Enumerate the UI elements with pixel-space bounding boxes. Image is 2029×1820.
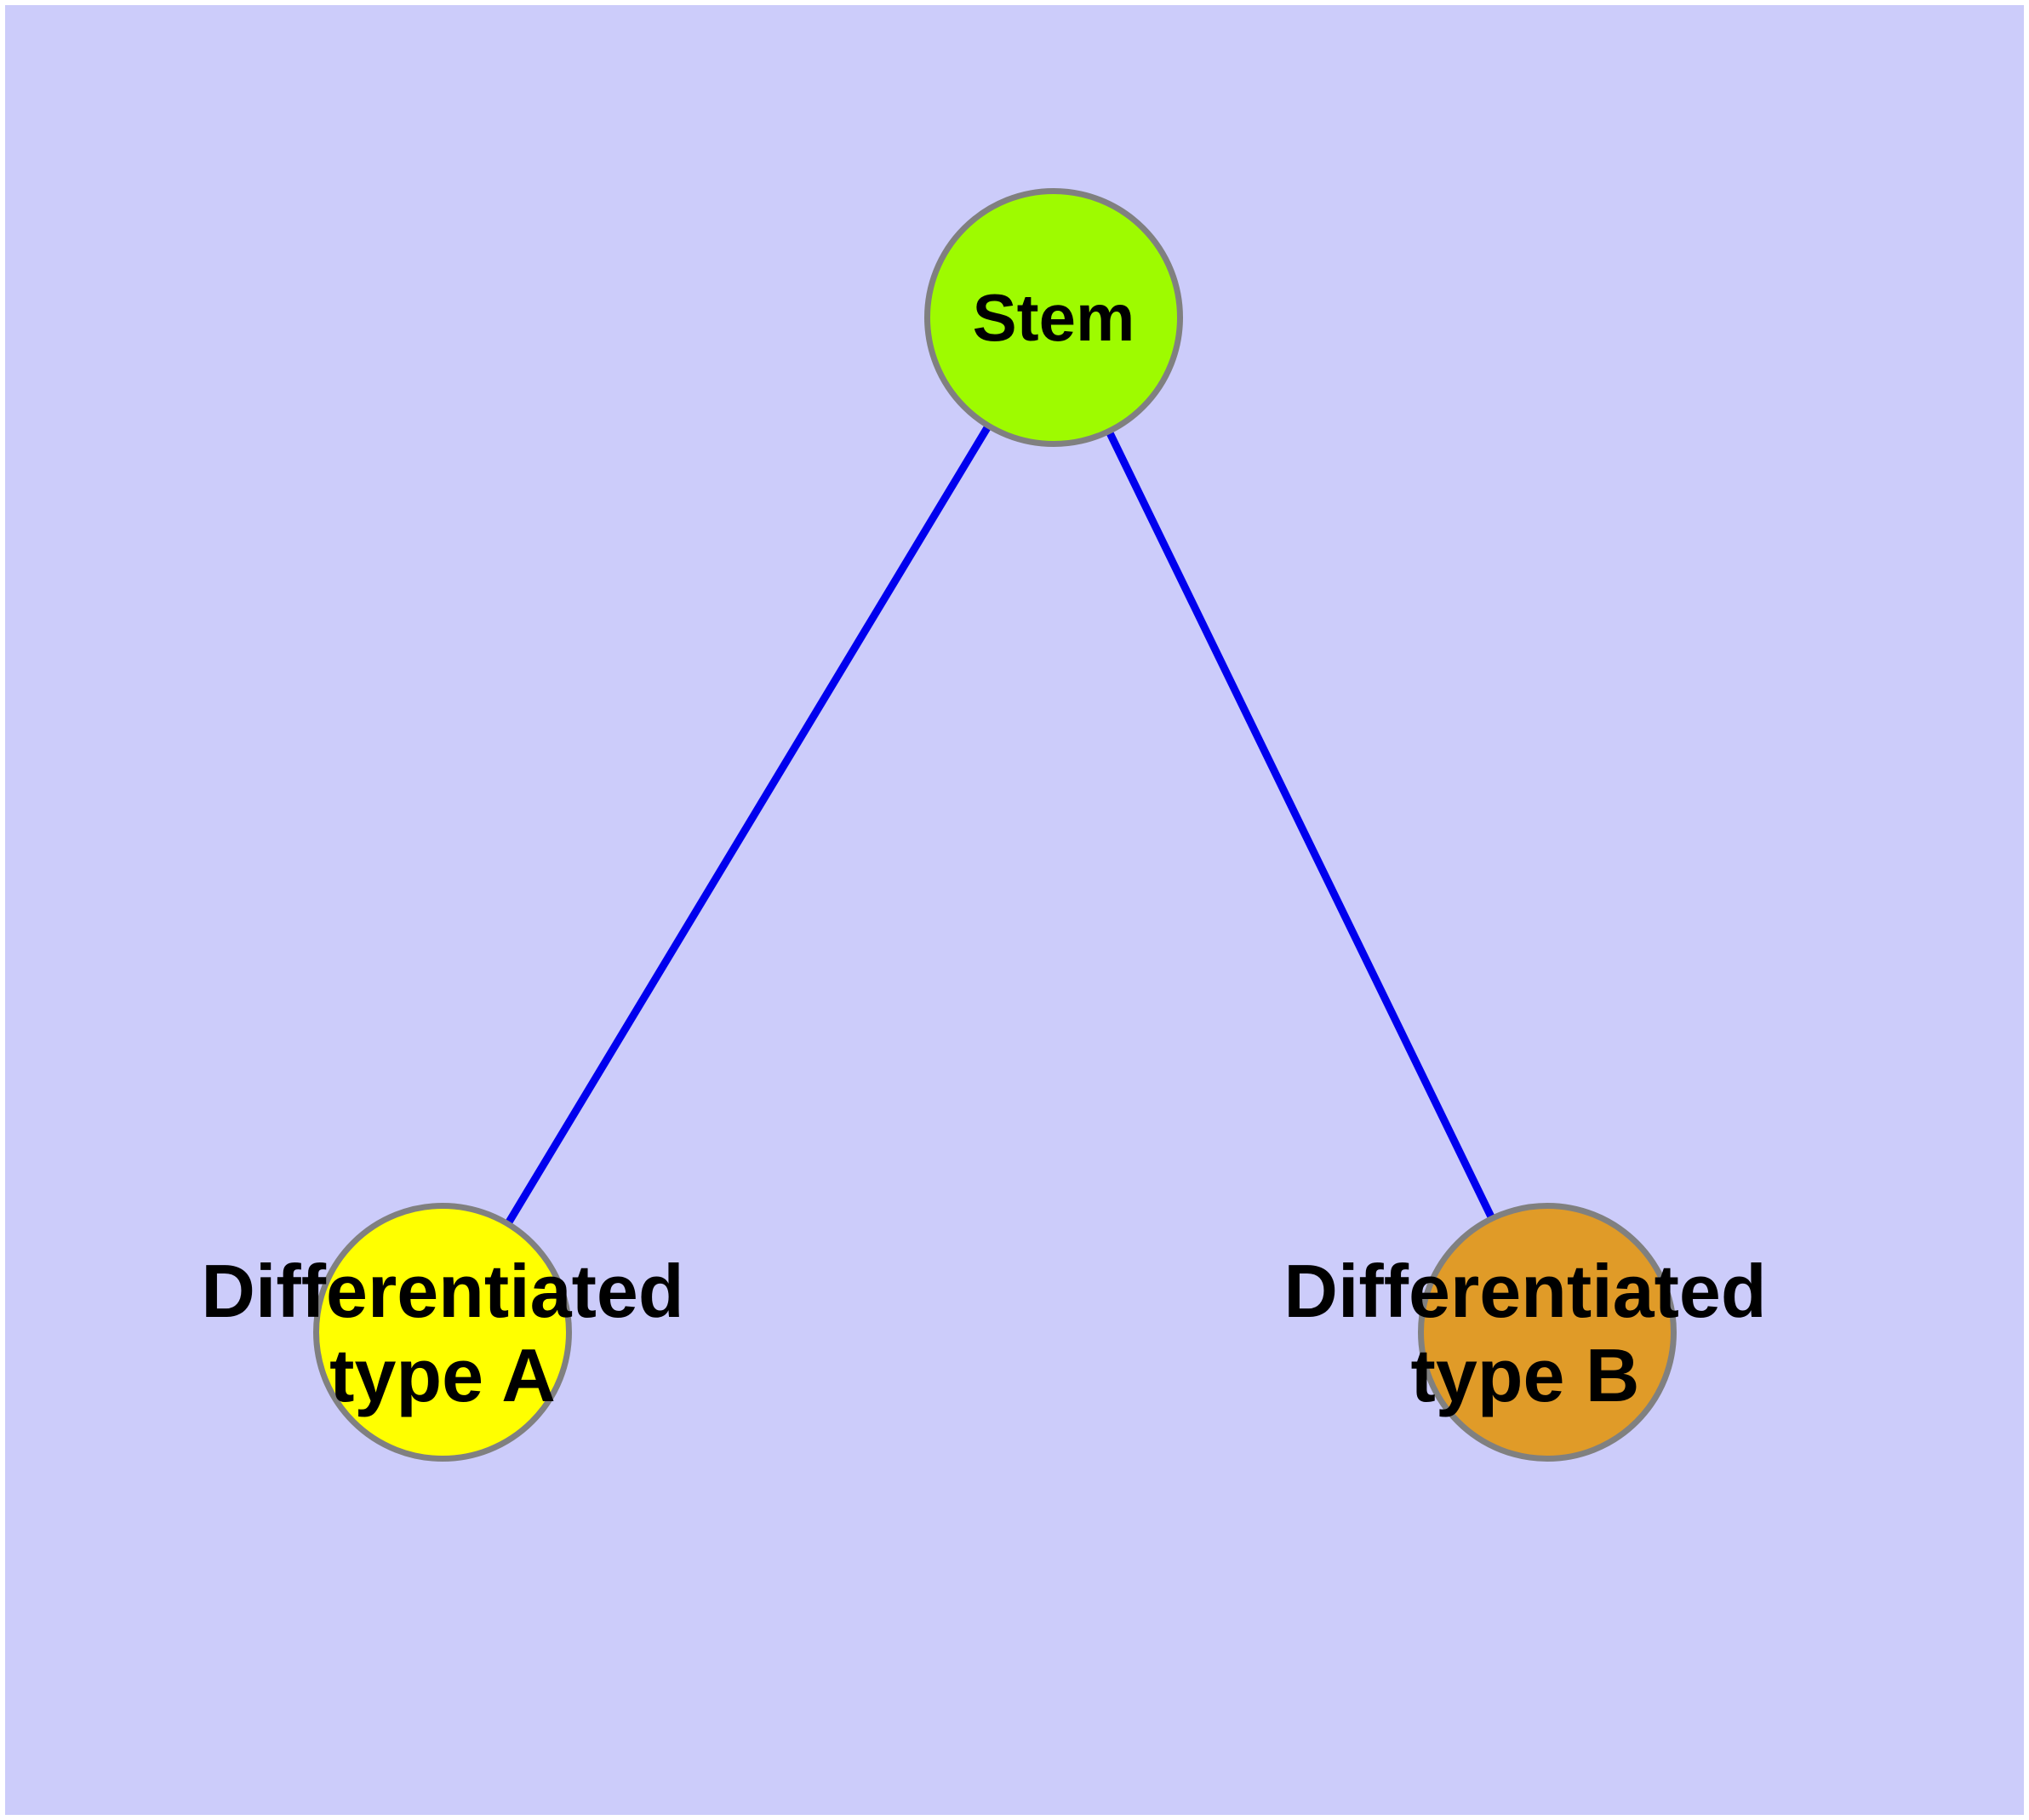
node-diff-type-b[interactable] xyxy=(1418,1203,1677,1462)
nodes-layer xyxy=(313,188,1677,1462)
node-diff-type-a[interactable] xyxy=(313,1203,572,1462)
edge-stem-to-b xyxy=(1106,430,1495,1220)
edge-stem-to-a xyxy=(505,425,992,1225)
edges-layer xyxy=(505,425,1495,1225)
node-stem[interactable] xyxy=(924,188,1183,447)
